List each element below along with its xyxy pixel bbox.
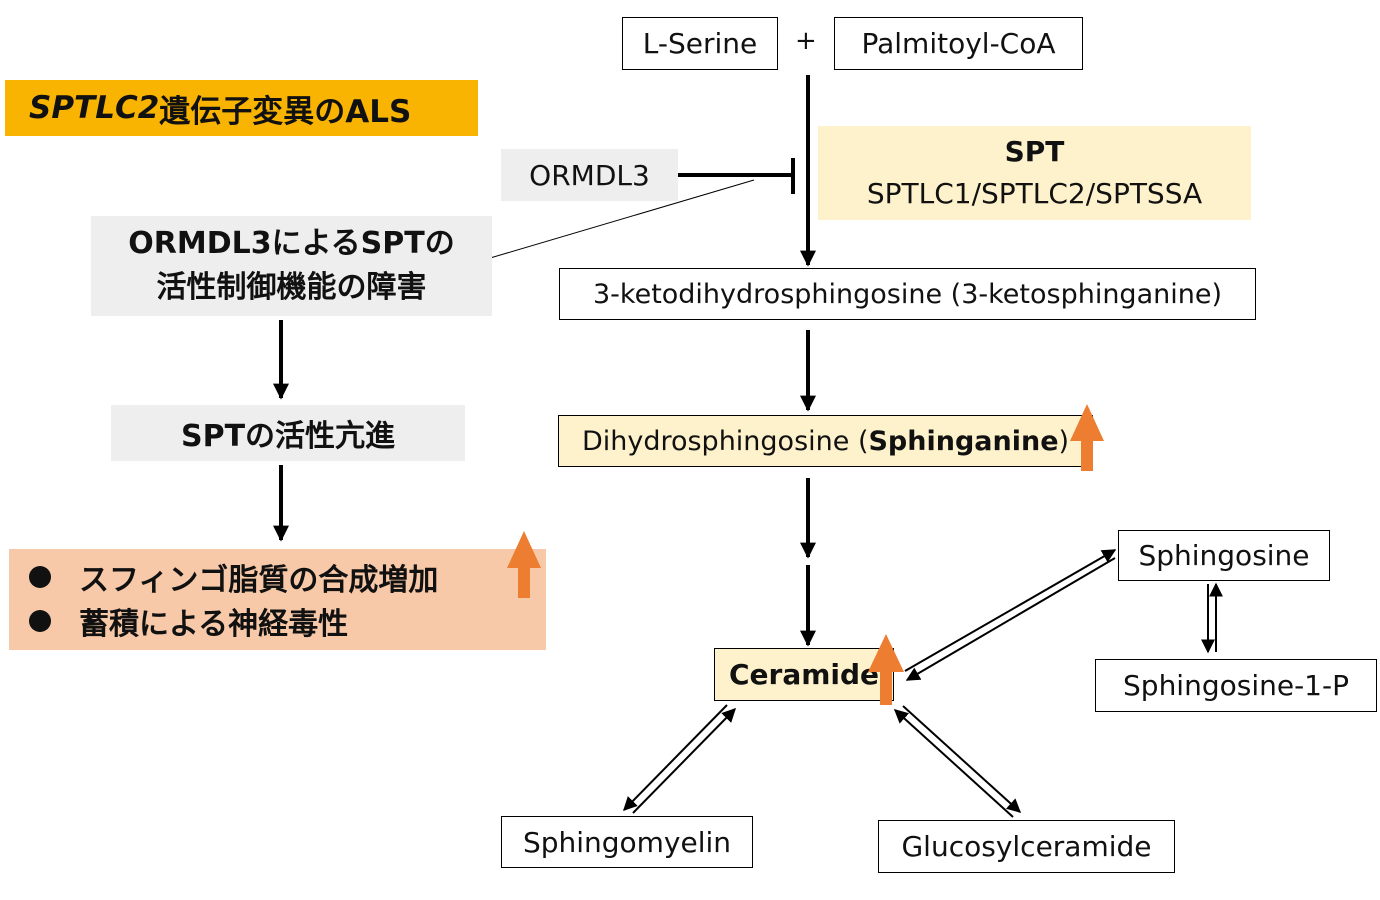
impairment-line-2: 活性制御機能の障害 [156, 270, 427, 305]
sphingosine-1-p-node: Sphingosine-1-P [1095, 659, 1377, 712]
arrow-glucosylceramide-to-ceramide [893, 709, 1014, 818]
effect-item: 蓄積による神経毒性 [23, 599, 546, 643]
palmitoyl-coa-node: Palmitoyl-CoA [834, 17, 1083, 70]
spt-subunits: SPTLC1/SPTLC2/SPTSSA [866, 177, 1203, 210]
dihydrosphingosine-node: Dihydrosphingosine (Sphinganine) [558, 415, 1093, 467]
dihydro-prefix: Dihydrosphingosine ( [581, 425, 869, 457]
ceramide-node: Ceramide [714, 648, 894, 701]
plus-sign: + [795, 26, 817, 56]
bullet-icon [29, 610, 51, 632]
effect-item: スフィンゴ脂質の合成増加 [23, 555, 546, 599]
sphingomyelin-node: Sphingomyelin [501, 816, 753, 868]
effects-box: スフィンゴ脂質の合成増加 蓄積による神経毒性 [9, 549, 546, 650]
spt-title: SPT [1004, 135, 1065, 168]
glucosylceramide-node: Glucosylceramide [878, 820, 1175, 873]
hyperactivation-note: SPTの活性亢進 [111, 405, 465, 461]
dihydro-suffix: ) [1058, 425, 1070, 457]
sphinganine-label: Sphinganine [868, 425, 1059, 457]
effect-text-2: 蓄積による神経毒性 [79, 607, 349, 642]
ormdl3-callout-line [479, 179, 755, 262]
arrow-ceramide-to-sphingomyelin [623, 704, 728, 811]
impairment-line-1: ORMDL3によるSPTの [128, 226, 455, 261]
gene-name: SPTLC2 [29, 90, 160, 126]
arrow-sphingosine-to-ceramide [905, 557, 1116, 681]
impairment-note: ORMDL3によるSPTの 活性制御機能の障害 [91, 216, 492, 316]
title-suffix: 遺伝子変異のALS [159, 93, 412, 130]
arrow-sphingomyelin-to-ceramide [632, 708, 736, 814]
effect-text-1: スフィンゴ脂質の合成増加 [79, 563, 439, 598]
sphingosine-node: Sphingosine [1118, 530, 1330, 581]
ketodihydrosphingosine-node: 3-ketodihydrosphingosine (3-ketosphingan… [559, 268, 1256, 320]
spt-enzyme-box: SPT SPTLC1/SPTLC2/SPTSSA [818, 126, 1251, 220]
ormdl3-node: ORMDL3 [501, 149, 678, 201]
arrow-ceramide-to-sphingosine [904, 549, 1117, 672]
arrow-ceramide-to-glucosylceramide [902, 705, 1022, 813]
l-serine-node: L-Serine [622, 17, 778, 70]
bullet-icon [29, 566, 51, 588]
